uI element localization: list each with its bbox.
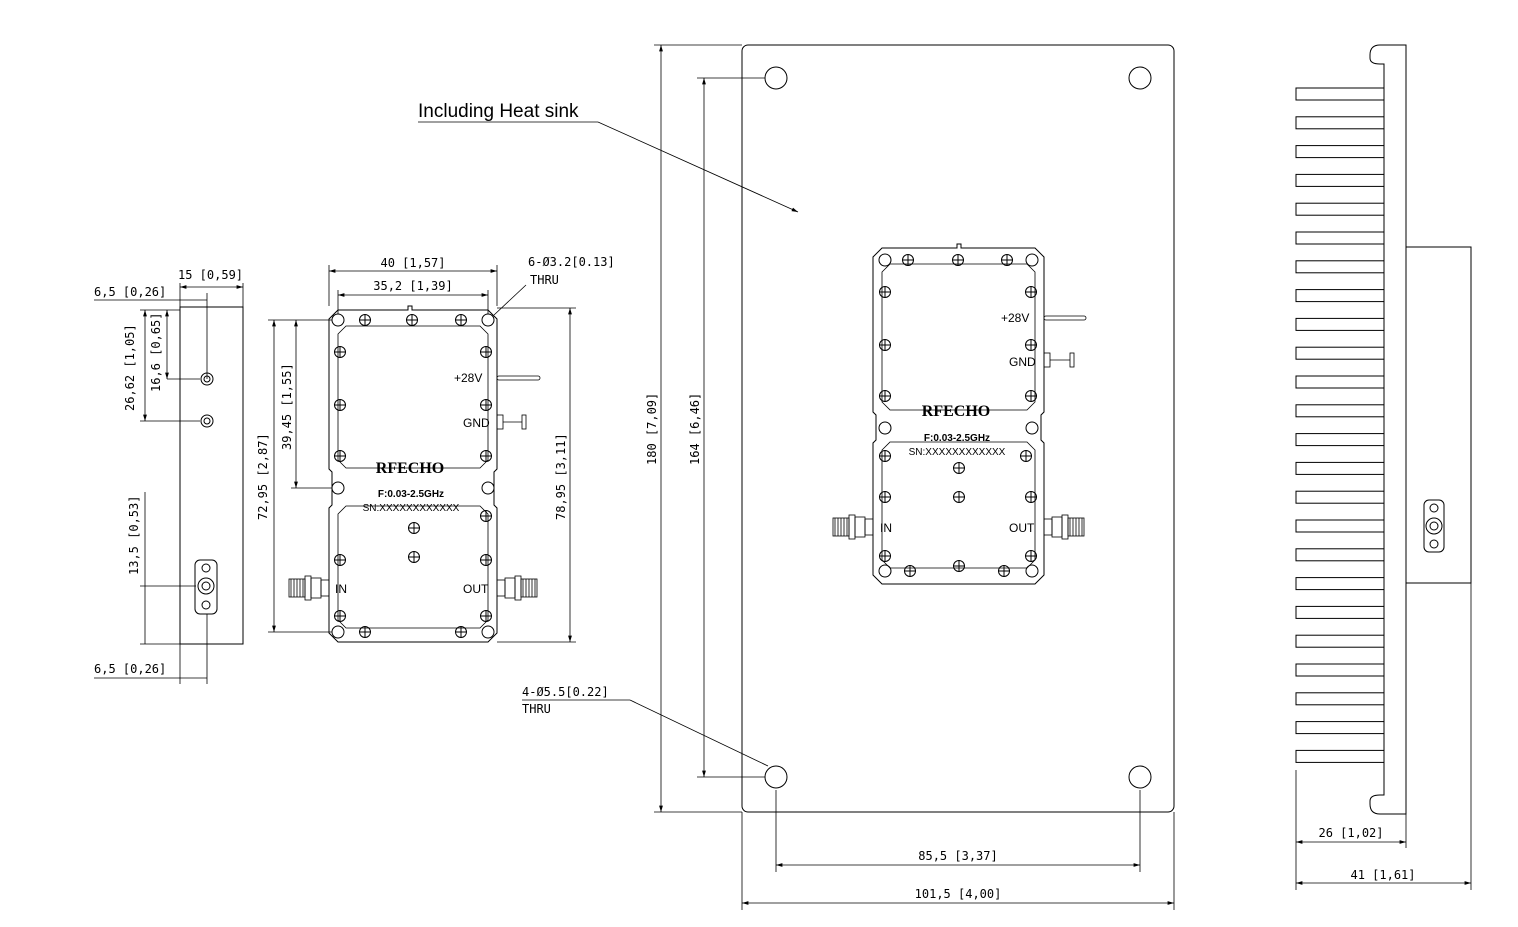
label-gnd: GND (463, 416, 490, 430)
heatsink-fin (1295, 548, 1385, 562)
dim-7895: 78,95 [3,11] (554, 433, 568, 520)
heatsink-fin (1295, 634, 1385, 648)
heatsink-fin (1295, 663, 1385, 677)
label-gnd-2: GND (1009, 355, 1036, 369)
heatsink-fin (1295, 490, 1385, 504)
module-sn-2: SN:XXXXXXXXXXXX (909, 447, 1006, 458)
dim-164: 164 [6,46] (688, 393, 702, 465)
heatsink-fin (1295, 692, 1385, 706)
heatsink-fin (1295, 173, 1385, 187)
module-body-2 (872, 243, 1045, 585)
module-lid-top (337, 325, 489, 469)
side-sma-flange (194, 559, 218, 615)
heatsink-fin (1295, 404, 1385, 418)
front-view: RFECHO F:0.03-2.5GHz SN:XXXXXXXXXXXX +28… (256, 255, 615, 643)
label-out: OUT (463, 582, 489, 596)
dim-1015: 101,5 [4,00] (915, 887, 1002, 901)
heatsink-fin (1295, 605, 1385, 619)
module-side (1405, 246, 1472, 584)
dim-41: 41 [1,61] (1350, 868, 1415, 882)
dim-135: 13,5 [0,53] (127, 496, 141, 575)
heatsink-fins (1295, 87, 1385, 763)
dim-352: 35,2 [1,39] (373, 279, 452, 293)
label-in: IN (335, 582, 347, 596)
holes-6: 6-Ø3.2[0.13] (528, 255, 615, 269)
module-lid-bottom (337, 505, 489, 629)
heatsink-fin (1295, 721, 1385, 735)
module-brand-2: RFECHO (922, 403, 990, 420)
dim-166: 16,6 [0,65] (149, 313, 163, 392)
holes-4: 4-Ø5.5[0.22] (522, 685, 609, 699)
heatsink-fin (1295, 577, 1385, 591)
dim-40: 40 [1,57] (380, 256, 445, 270)
pin-28v (496, 375, 541, 381)
heatsink-fin (1295, 145, 1385, 159)
callout-heatsink: Including Heat sink (418, 101, 579, 122)
heatsink-fin (1295, 289, 1385, 303)
module-body (328, 305, 498, 643)
heatsink-fin (1295, 202, 1385, 216)
sma-out (496, 575, 538, 601)
heatsink-fin (1295, 231, 1385, 245)
heatsink-fin (1295, 461, 1385, 475)
module-freq: F:0.03-2.5GHz (378, 489, 444, 500)
heatsink-fin (1295, 346, 1385, 360)
side-view: 15 [0,59] 6,5 [0,26] 26,62 [1,05] 16,6 [… (94, 268, 244, 684)
label-28v-2: +28V (1001, 311, 1029, 325)
dim-855: 85,5 [3,37] (918, 849, 997, 863)
dim-26: 26 [1,02] (1318, 826, 1383, 840)
dim-65-top: 6,5 [0,26] (94, 285, 166, 299)
label-out-2: OUT (1009, 521, 1035, 535)
dim-15: 15 [0,59] (178, 268, 243, 282)
fin-sma-flange (1423, 499, 1445, 553)
dim-2662: 26,62 [1,05] (123, 324, 137, 411)
heatsink-fin (1295, 87, 1385, 101)
heatsink-view: Including Heat sink RFECHO F:0.03-2.5GHz… (418, 44, 1175, 910)
dim-180: 180 [7,09] (645, 393, 659, 465)
module-sn: SN:XXXXXXXXXXXX (363, 503, 460, 514)
dim-7295: 72,95 [2,87] (256, 433, 270, 520)
side-body (179, 306, 244, 645)
heatsink-fin (1295, 375, 1385, 389)
heatsink-fin (1295, 519, 1385, 533)
heatsink-fin (1295, 116, 1385, 130)
sma-in (288, 575, 330, 601)
holes-6-thru: THRU (530, 273, 559, 287)
heatsink-fin (1295, 260, 1385, 274)
heatsink-fin (1295, 433, 1385, 447)
dim-65-bottom: 6,5 [0,26] (94, 662, 166, 676)
dim-3945: 39,45 [1,55] (280, 363, 294, 450)
fin-view: 26 [1,02] 41 [1,61] (1295, 44, 1472, 890)
label-in-2: IN (880, 521, 892, 535)
label-28v: +28V (454, 371, 482, 385)
heatsink-plate (741, 44, 1175, 813)
heatsink-fin (1295, 749, 1385, 763)
holes-4-thru: THRU (522, 702, 551, 716)
heatsink-fin (1295, 317, 1385, 331)
module-brand: RFECHO (376, 460, 444, 477)
heatsink-base (1369, 44, 1407, 815)
module-freq-2: F:0.03-2.5GHz (924, 433, 990, 444)
